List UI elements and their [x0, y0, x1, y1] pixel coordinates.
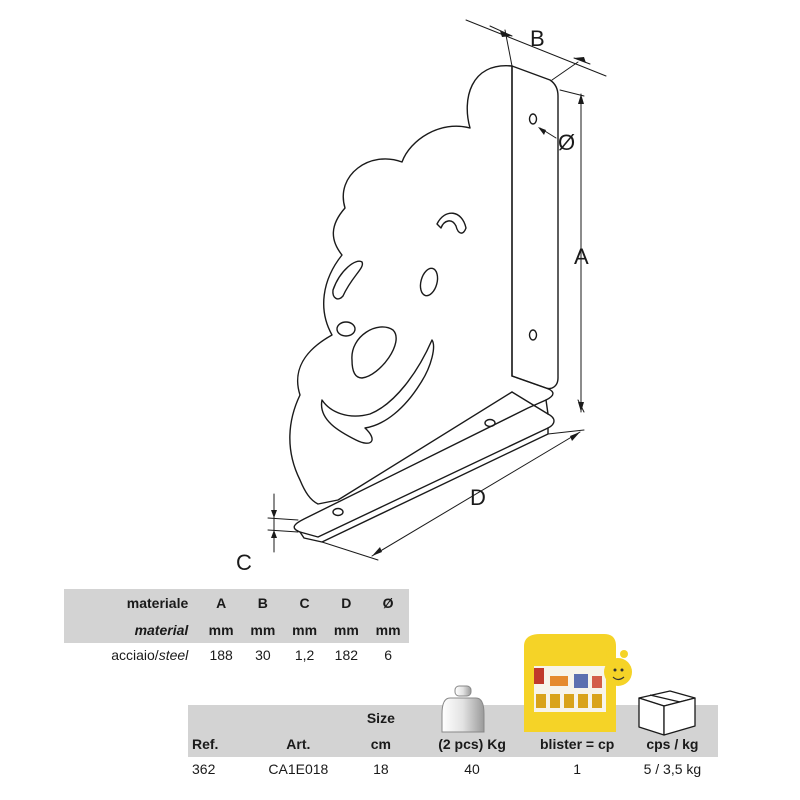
- header-art: Art.: [251, 705, 346, 757]
- cell-cps: 5 / 3,5 kg: [643, 761, 702, 777]
- nose-dot: [419, 267, 439, 297]
- header-b: B: [242, 589, 284, 616]
- dimension-spec-table: materiale A B C D Ø material mm mm mm mm…: [64, 589, 409, 667]
- blister-pack-icon: [524, 634, 632, 732]
- unit-d: mm: [325, 616, 368, 643]
- header-size: Size cm: [345, 705, 417, 757]
- cell-weight: 40: [464, 761, 480, 777]
- plate-hole: [528, 329, 538, 341]
- cell-size: 18: [373, 761, 389, 777]
- header-material-en: material: [64, 616, 201, 643]
- dim-label-b: B: [530, 26, 545, 51]
- eye-right: [332, 260, 364, 300]
- unit-b: mm: [242, 616, 284, 643]
- carton-box-icon: [638, 690, 696, 736]
- unit-a: mm: [200, 616, 242, 643]
- header-d: D: [325, 589, 368, 616]
- flange-hole: [484, 418, 496, 428]
- dim-label-diameter: Ø: [558, 130, 575, 155]
- weight-icon: [441, 685, 485, 733]
- value-d: 182: [334, 647, 359, 663]
- bear-plate-outline: [289, 65, 513, 505]
- value-b: 30: [255, 647, 271, 663]
- bracket-technical-drawing: B Ø A D C: [236, 19, 607, 575]
- header-diameter: Ø: [367, 589, 409, 616]
- mouth: [320, 339, 435, 444]
- eye-left: [436, 212, 467, 234]
- dim-label-a: A: [574, 244, 589, 269]
- header-material: materiale: [64, 589, 201, 616]
- cell-blister: 1: [573, 761, 582, 777]
- cell-art: CA1E018: [268, 761, 329, 777]
- base-flange: [293, 375, 555, 538]
- nose: [351, 326, 397, 379]
- material-cell: acciaio/steel: [111, 647, 189, 663]
- value-diameter: 6: [384, 647, 392, 663]
- header-a: A: [200, 589, 242, 616]
- dim-label-d: D: [470, 485, 486, 510]
- plate-hole: [528, 113, 538, 125]
- header-ref: Ref.: [188, 705, 252, 757]
- header-c: C: [283, 589, 326, 616]
- cheek-dot: [336, 321, 356, 337]
- value-a: 188: [209, 647, 233, 663]
- unit-c: mm: [283, 616, 326, 643]
- dim-label-c: C: [236, 550, 252, 575]
- unit-diameter: mm: [367, 616, 409, 643]
- cell-ref: 362: [192, 761, 216, 777]
- value-c: 1,2: [294, 647, 315, 663]
- flange-hole: [332, 507, 344, 517]
